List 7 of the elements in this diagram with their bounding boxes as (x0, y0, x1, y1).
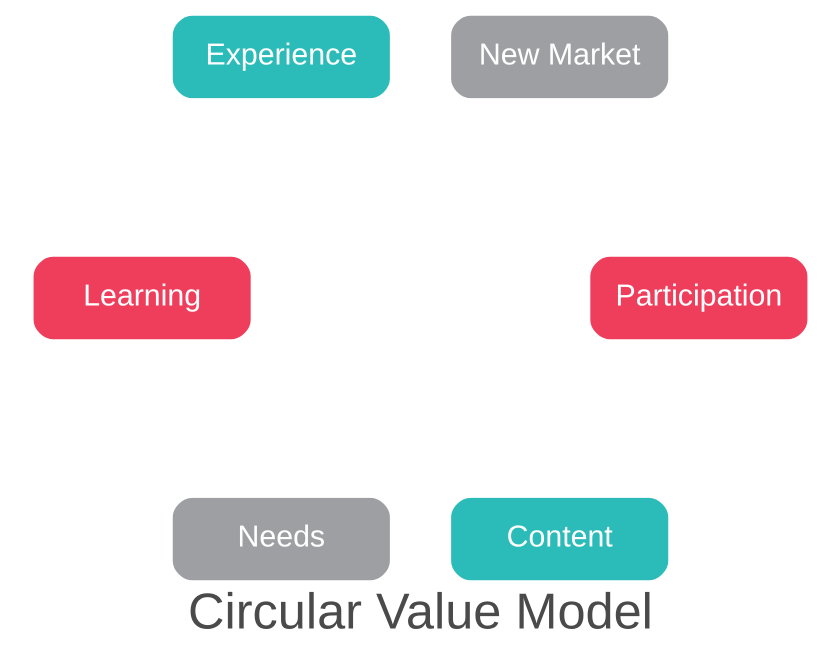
node-box: New Market (448, 14, 670, 100)
node-box: Needs (170, 496, 392, 582)
diagram-title: Circular Value Model (188, 582, 652, 640)
node-box: Learning (31, 255, 252, 341)
node-box: Content (448, 496, 670, 582)
node-box: Participation (588, 255, 809, 341)
node-box: Experience (170, 14, 392, 100)
